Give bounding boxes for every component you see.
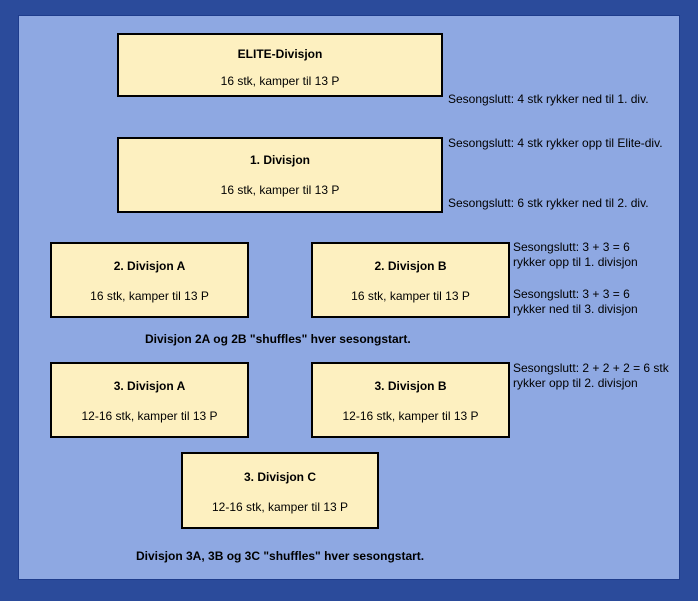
box-3-divisjon-b: 3. Divisjon B 12-16 stk, kamper til 13 P <box>311 362 510 438</box>
box-3-divisjon-a: 3. Divisjon A 12-16 stk, kamper til 13 P <box>50 362 249 438</box>
box-3-divisjon-c: 3. Divisjon C 12-16 stk, kamper til 13 P <box>181 452 379 529</box>
note-line: Sesongslutt: 3 + 3 = 6 <box>513 240 630 254</box>
diagram-canvas: ELITE-Divisjon 16 stk, kamper til 13 P 1… <box>18 15 680 580</box>
box-subtitle: 16 stk, kamper til 13 P <box>351 289 470 303</box>
shuffle-note-div3: Divisjon 3A, 3B og 3C "shuffles" hver se… <box>136 549 425 563</box>
note-line: Sesongslutt: 3 + 3 = 6 <box>513 287 630 301</box>
shuffle-note-div2: Divisjon 2A og 2B "shuffles" hver sesong… <box>145 332 411 346</box>
box-subtitle: 12-16 stk, kamper til 13 P <box>81 409 218 423</box>
note-line: rykker opp til 1. divisjon <box>513 255 638 269</box>
box-1-divisjon: 1. Divisjon 16 stk, kamper til 13 P <box>117 137 443 213</box>
note-line: rykker ned til 3. divisjon <box>513 302 638 316</box>
note-div2-relegation: Sesongslutt: 3 + 3 = 6 rykker ned til 3.… <box>513 287 638 317</box>
note-line: Sesongslutt: 2 + 2 + 2 = 6 stk <box>513 361 669 375</box>
note-div2-promotion: Sesongslutt: 3 + 3 = 6 rykker opp til 1.… <box>513 240 638 270</box>
box-title: 3. Divisjon C <box>243 470 317 484</box>
note-div1-relegation: Sesongslutt: 6 stk rykker ned til 2. div… <box>448 196 649 210</box>
box-elite-divisjon: ELITE-Divisjon 16 stk, kamper til 13 P <box>117 33 443 97</box>
box-title: 3. Divisjon A <box>113 379 186 393</box>
box-title: 1. Divisjon <box>249 153 311 167</box>
note-elite-relegation: Sesongslutt: 4 stk rykker ned til 1. div… <box>448 92 649 106</box>
box-subtitle: 16 stk, kamper til 13 P <box>220 183 340 197</box>
box-2-divisjon-a: 2. Divisjon A 16 stk, kamper til 13 P <box>50 242 249 318</box>
box-subtitle: 12-16 stk, kamper til 13 P <box>211 500 349 514</box>
box-title: 2. Divisjon B <box>374 259 447 273</box>
box-subtitle: 16 stk, kamper til 13 P <box>220 74 340 88</box>
note-line: rykker opp til 2. divisjon <box>513 376 638 390</box>
note-div3-promotion: Sesongslutt: 2 + 2 + 2 = 6 stk rykker op… <box>513 361 669 391</box>
box-subtitle: 16 stk, kamper til 13 P <box>90 289 209 303</box>
box-title: 2. Divisjon A <box>113 259 186 273</box>
box-subtitle: 12-16 stk, kamper til 13 P <box>342 409 479 423</box>
box-title: ELITE-Divisjon <box>237 47 323 61</box>
box-title: 3. Divisjon B <box>374 379 447 393</box>
note-div1-promotion: Sesongslutt: 4 stk rykker opp til Elite-… <box>448 136 663 150</box>
box-2-divisjon-b: 2. Divisjon B 16 stk, kamper til 13 P <box>311 242 510 318</box>
